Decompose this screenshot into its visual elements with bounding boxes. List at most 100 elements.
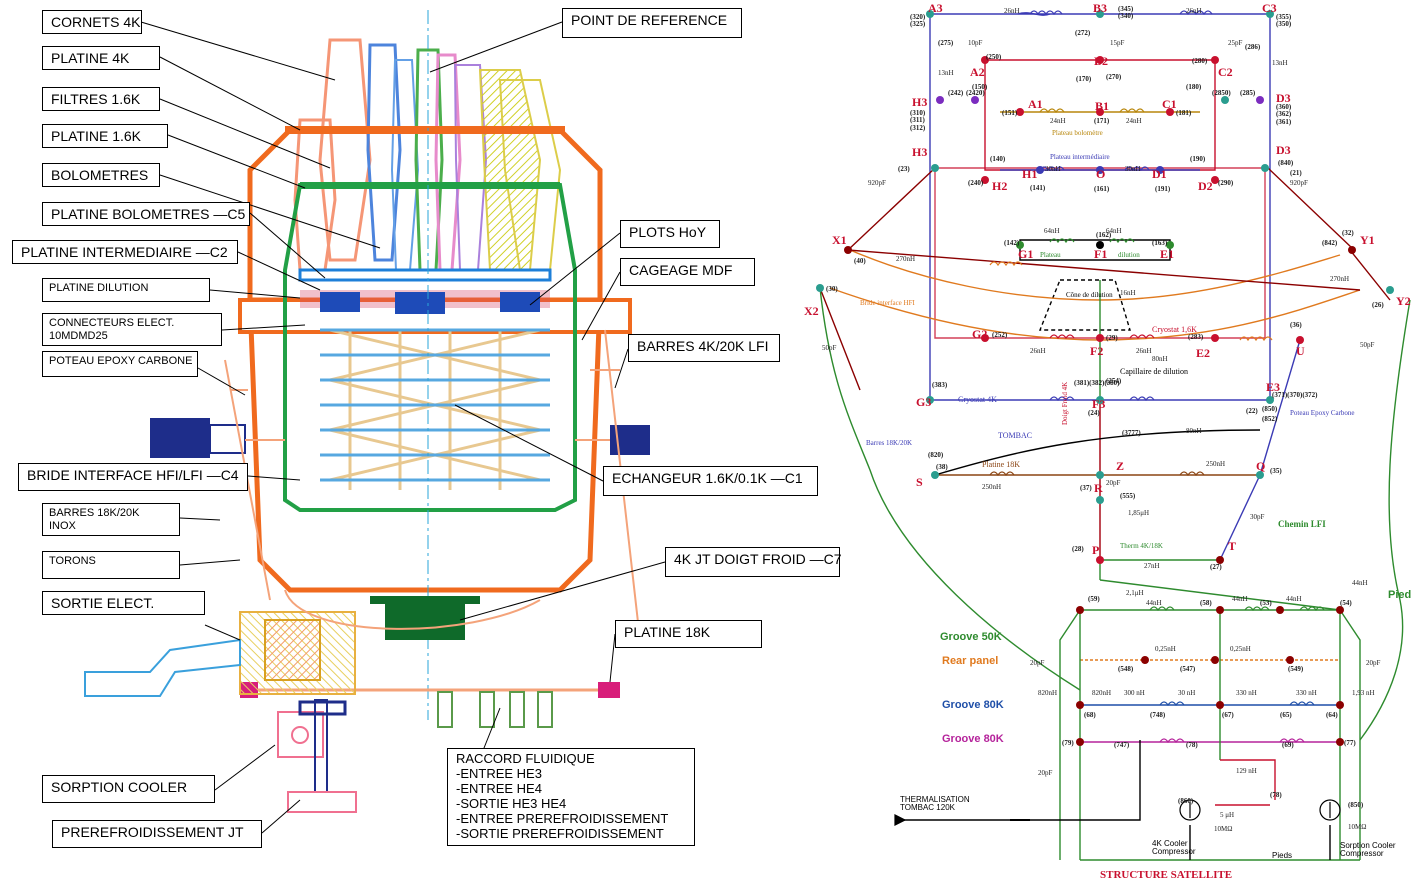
schematic-node-f2: F2 xyxy=(1090,344,1104,358)
schematic-node-b2: B2 xyxy=(1094,54,1109,68)
schematic-id-i35: (40) xyxy=(854,257,866,265)
schematic-text-structure: STRUCTURE SATELLITE xyxy=(1100,869,1233,881)
schematic-value-v32: 44nH xyxy=(1232,595,1248,603)
schematic-id-i25: (290) xyxy=(1218,179,1234,187)
schematic-node-d3b: D3 xyxy=(1276,143,1291,157)
schematic-id-i20: (171) xyxy=(1094,117,1110,125)
schematic-value-v7: 13nH xyxy=(1272,59,1288,67)
schematic-id-i4: (275) xyxy=(938,39,954,47)
schematic-node-h1: H1 xyxy=(1022,167,1038,181)
schematic-node-c2: C2 xyxy=(1218,65,1233,79)
schematic-id-i53: (820) xyxy=(928,451,944,459)
schematic-node-d1: D1 xyxy=(1152,167,1167,181)
schematic-text-sorpcomp: Sorption Cooler Compressor xyxy=(1340,841,1396,859)
schematic-id-i19: (151) xyxy=(1002,109,1018,117)
schematic-value-v41: 5 μH xyxy=(1220,811,1235,819)
schematic-node-r: R xyxy=(1094,481,1103,495)
schematic-text-doigt4k: Doigt Froid 4K xyxy=(1061,381,1069,425)
schematic-value-v42: 10MΩ xyxy=(1214,825,1233,833)
label-connecteurs: CONNECTEURS ELECT. 10MDMD25 xyxy=(42,313,222,347)
label-barres-inox: BARRES 18K/20K INOX xyxy=(42,503,180,537)
schematic-id-i70: (65) xyxy=(1280,711,1292,719)
schematic-node-t: T xyxy=(1228,539,1237,553)
label-plots: PLOTS HoY xyxy=(620,220,720,248)
schematic-id-i69: (67) xyxy=(1222,711,1234,719)
schematic-value-v12: 920pF xyxy=(868,179,886,187)
schematic-id-i50: (850) xyxy=(1262,405,1278,413)
label-echangeur: ECHANGEUR 1.6K/0.1K —C1 xyxy=(603,466,818,496)
schematic-text-cryo4: Cryostat 4K xyxy=(958,395,997,404)
schematic-id-i62: (53) xyxy=(1260,599,1272,607)
leader-lines xyxy=(140,21,666,834)
schematic-id-i39: (26) xyxy=(1372,301,1384,309)
schematic-value-v36: 300 nH xyxy=(1124,689,1145,697)
label-poteau: POTEAU EPOXY CARBONE xyxy=(42,351,198,377)
schematic-node-b1: B1 xyxy=(1095,99,1110,113)
schematic-value-v51: 20pF xyxy=(1366,659,1381,667)
schematic-node-e3: E3 xyxy=(1266,380,1281,394)
schematic-value-v1: 26nH xyxy=(1004,7,1020,15)
schematic-id-i73: (747) xyxy=(1114,741,1130,749)
schematic-id-i58: (28) xyxy=(1072,545,1084,553)
label-barres-4k: BARRES 4K/20K LFI xyxy=(628,334,780,362)
schematic-id-i45: (383) xyxy=(932,381,948,389)
schematic-id-i47: (371)(370)(372) xyxy=(1272,391,1318,399)
schematic-node-q: Q xyxy=(1256,459,1266,473)
schematic-id-i24: (240) xyxy=(968,179,984,187)
schematic-value-v29: 30pF xyxy=(1250,513,1265,521)
schematic-id-i75: (69) xyxy=(1282,741,1294,749)
label-platine-intermediaire: PLATINE INTERMEDIAIRE —C2 xyxy=(12,240,238,265)
schematic-text-poteaucarb: Poteau Epoxy Carbone xyxy=(1290,409,1355,417)
schematic-text-pied: Pied xyxy=(1388,589,1412,601)
schematic-value-v15: 270nH xyxy=(1330,275,1350,283)
schematic-node-e2: E2 xyxy=(1196,346,1211,360)
schematic-id-i16: (285) xyxy=(1240,89,1256,97)
schematic-id-i74: (78) xyxy=(1186,741,1198,749)
label-point-reference: POINT DE REFERENCE xyxy=(562,8,742,38)
schematic-text-rearpanel: Rear panel xyxy=(942,655,999,667)
schematic-id-i56: (37) xyxy=(1080,484,1092,492)
label-raccord-fluidique: RACCORD FLUIDIQUE -ENTREE HE3 -ENTREE HE… xyxy=(447,748,695,846)
schematic-id-i68: (748) xyxy=(1150,711,1166,719)
schematic-id-i34: (163) xyxy=(1152,239,1168,247)
schematic-text-tombac: TOMBAC xyxy=(998,431,1033,440)
schematic-value-v43: 10MΩ xyxy=(1348,823,1367,831)
schematic-value-v48: 44nH xyxy=(1352,579,1368,587)
schematic-node-y2: Y2 xyxy=(1396,294,1411,308)
schematic-id-i9: (280) xyxy=(1192,57,1208,65)
schematic-id-i72: (79) xyxy=(1062,739,1074,747)
schematic-value-v5: 25pF xyxy=(1228,39,1243,47)
schematic-id-i6: (286) xyxy=(1245,43,1261,51)
schematic-node-d3a: D3 xyxy=(1276,91,1291,105)
schematic-id-i8: (270) xyxy=(1106,73,1122,81)
schematic-value-v6: 13nH xyxy=(938,69,954,77)
schematic-text-therm: THERMALISATION TOMBAC 120K xyxy=(900,795,970,813)
schematic-value-v17: 64nH xyxy=(1106,227,1122,235)
schematic-id-i40: (252) xyxy=(992,331,1008,339)
schematic-node-y1: Y1 xyxy=(1360,233,1375,247)
schematic-id-i27: (21) xyxy=(1290,169,1302,177)
schematic-text-dilution: dilution xyxy=(1118,251,1140,259)
schematic-node-o: O xyxy=(1096,167,1106,181)
schematic-id-i55: (35) xyxy=(1270,467,1282,475)
schematic-id-i78: (78) xyxy=(1270,791,1282,799)
schematic-text-barres: Barres 18K/20K xyxy=(866,439,913,447)
schematic-id-i65: (547) xyxy=(1180,665,1196,673)
schematic-id-i1: (320) (325) xyxy=(910,13,926,29)
schematic-text-cryo16: Cryostat 1,6K xyxy=(1152,325,1197,334)
label-bolometres: BOLOMETRES xyxy=(42,163,160,188)
schematic-node-g2: G2 xyxy=(972,327,988,341)
schematic-id-i51: (852) xyxy=(1262,415,1278,423)
schematic-id-i29: (141) xyxy=(1030,184,1046,192)
schematic-value-v37: 30 nH xyxy=(1178,689,1196,697)
schematic-node-z: Z xyxy=(1116,459,1125,473)
schematic-id-i76: (77) xyxy=(1344,739,1356,747)
schematic-node-x2: X2 xyxy=(804,304,819,318)
schematic-id-i12: (180) xyxy=(1186,83,1202,91)
thermal-schematic xyxy=(816,10,1411,861)
schematic-id-i42: (283) xyxy=(1188,333,1204,341)
schematic-id-i2: (345) (340) xyxy=(1118,5,1134,21)
schematic-node-d2: D2 xyxy=(1198,179,1213,193)
schematic-node-h2: H2 xyxy=(992,179,1008,193)
schematic-id-i11: (170) xyxy=(1076,75,1092,83)
